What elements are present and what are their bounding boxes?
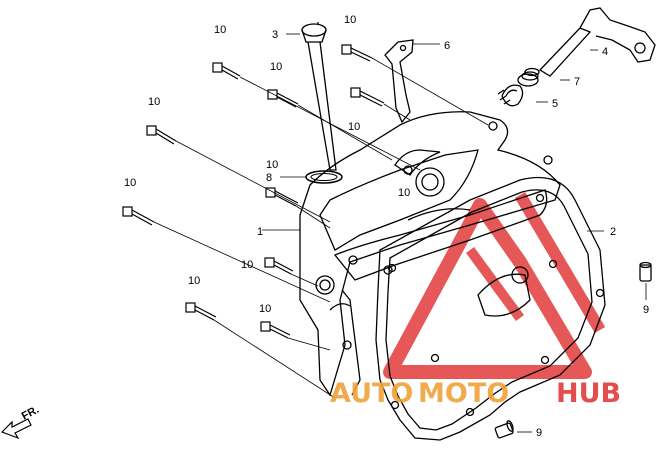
callout-8: 8 — [266, 172, 272, 184]
spring — [517, 67, 540, 87]
watermark-hub: HUB — [556, 378, 621, 409]
callout-10-h: 10 — [241, 259, 253, 271]
callout-7: 7 — [574, 76, 580, 88]
callout-10-e: 10 — [148, 96, 160, 108]
callout-10-f: 10 — [266, 159, 278, 171]
watermark-auto: AUTO — [330, 378, 413, 409]
callout-1: 1 — [257, 226, 263, 238]
callout-10-c: 10 — [344, 14, 356, 26]
callout-10-g: 10 — [124, 177, 136, 189]
callout-9-right: 9 — [643, 304, 649, 316]
dipstick — [301, 22, 337, 171]
callout-5: 5 — [552, 98, 558, 110]
callout-10-k: 10 — [398, 187, 410, 199]
callout-3: 3 — [272, 29, 278, 41]
callout-10-b: 10 — [270, 61, 282, 73]
bracket — [384, 39, 414, 124]
o-ring-inner — [310, 173, 338, 181]
watermark-moto: MOTO — [418, 378, 509, 409]
dowel-pin-right — [639, 261, 652, 282]
callout-6: 6 — [444, 40, 450, 52]
callout-10-j: 10 — [259, 303, 271, 315]
callout-10-d: 10 — [348, 121, 360, 133]
front-label: FR. — [20, 404, 41, 423]
callout-2: 2 — [610, 226, 616, 238]
shaft — [538, 7, 656, 77]
watermark-text: AUTO MOTO HUB — [330, 378, 621, 409]
bolt-6 — [265, 187, 299, 207]
bolt-10 — [260, 321, 291, 339]
leader-lines — [153, 33, 647, 433]
callout-4: 4 — [602, 46, 608, 58]
bolt-3 — [341, 44, 373, 62]
washer — [497, 84, 524, 107]
front-direction-arrow: FR. — [0, 404, 41, 440]
bolt-4 — [350, 87, 385, 107]
bolt-5 — [146, 125, 177, 145]
callout-9-bottom: 9 — [536, 427, 542, 439]
bolt-1 — [212, 62, 241, 80]
callout-10-i: 10 — [188, 275, 200, 287]
gasket — [375, 176, 606, 441]
bolt-7 — [122, 206, 155, 226]
bolts — [122, 44, 385, 339]
bolt-8 — [264, 257, 294, 275]
callout-10-a: 10 — [214, 24, 226, 36]
dowel-pin-bottom — [494, 420, 514, 439]
bolt-9 — [185, 302, 217, 321]
bolt-2 — [267, 89, 299, 108]
watermark-logo — [383, 191, 606, 379]
